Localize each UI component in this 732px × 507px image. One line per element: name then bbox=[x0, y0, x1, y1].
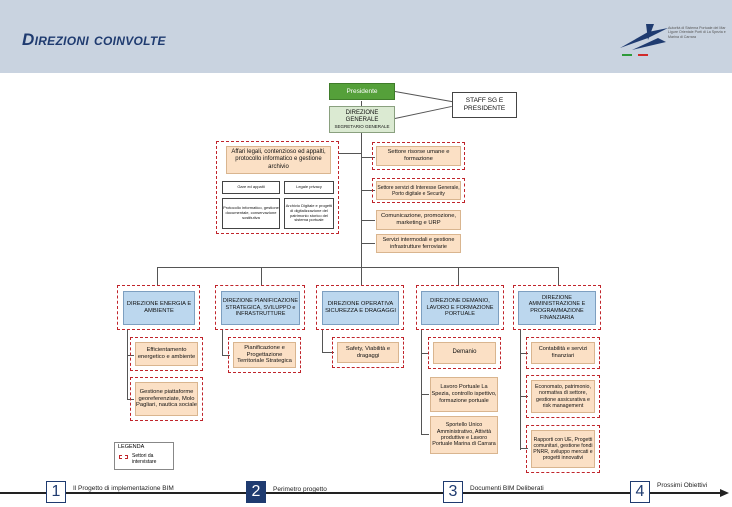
contabilita-group bbox=[526, 337, 600, 369]
connector bbox=[261, 267, 262, 286]
connector bbox=[157, 267, 558, 268]
presidente-box: Presidente bbox=[329, 83, 395, 100]
connector bbox=[339, 153, 361, 154]
affari-legali-group bbox=[216, 141, 339, 234]
connector bbox=[361, 267, 362, 286]
legend-swatch bbox=[119, 455, 128, 459]
dir-amministrazione-group bbox=[513, 285, 601, 330]
staff-box: STAFF SG E PRESIDENTE bbox=[452, 92, 517, 118]
header-bar bbox=[0, 0, 732, 73]
dir-demanio-group bbox=[416, 285, 504, 330]
protocollo-box: Protocollo informatico, gestione documen… bbox=[222, 198, 280, 229]
nav-step-3[interactable]: 3 bbox=[443, 481, 463, 503]
connector bbox=[361, 243, 375, 244]
dir-demanio-box: DIREZIONE DEMANIO, LAVORO E FORMAZIONE P… bbox=[421, 291, 499, 325]
dir-energia-box: DIREZIONE ENERGIA E AMBIENTE bbox=[123, 291, 195, 325]
contabilita-box: Contabilità e servizi finanziari bbox=[531, 342, 595, 364]
demanio-box: Demanio bbox=[433, 342, 496, 364]
nav-line bbox=[0, 492, 722, 494]
connector bbox=[421, 394, 429, 395]
rapporti-ue-box: Rapporti con UE, Progetti comunitari, ge… bbox=[531, 430, 595, 468]
connector bbox=[222, 330, 223, 355]
connector bbox=[558, 267, 559, 286]
dir-operativa-group bbox=[316, 285, 404, 330]
direzione-generale-box: DIREZIONE GENERALE SEGRETARIO GENERALE bbox=[329, 106, 395, 133]
legend-item: Settori da intervistare bbox=[132, 453, 157, 465]
nav-step-4[interactable]: 4 bbox=[630, 481, 650, 503]
lavoro-portuale-box: Lavoro Portuale La Spezia, controllo isp… bbox=[430, 377, 498, 412]
dir-operativa-box: DIREZIONE OPERATIVA SICUREZZA E DRAGAGGI bbox=[322, 291, 399, 325]
legale-privacy-box: Legale privacy bbox=[284, 181, 334, 194]
economato-box: Economato, patrimonio, normativa di sett… bbox=[531, 380, 595, 413]
comunicazione-box: Comunicazione, promozione, marketing e U… bbox=[376, 210, 461, 230]
archivio-box: Archivio Digitale e progetti di digitali… bbox=[284, 198, 334, 229]
economato-group bbox=[526, 375, 600, 418]
connector bbox=[322, 330, 323, 352]
nav-step-3-label[interactable]: Documenti BIM Deliberati bbox=[470, 485, 544, 492]
nav-step-4-label[interactable]: Prossimi Obiettivi bbox=[657, 482, 708, 489]
dg-subtitle: SEGRETARIO GENERALE bbox=[334, 123, 390, 129]
legend: LEGENDA Settori da intervistare bbox=[114, 442, 174, 470]
legend-title: LEGENDA bbox=[118, 444, 145, 450]
connector bbox=[394, 91, 453, 103]
servizi-generali-group bbox=[372, 178, 465, 203]
risorse-umane-group bbox=[372, 142, 465, 170]
connector bbox=[458, 267, 459, 286]
connector bbox=[222, 355, 230, 356]
demanio-group bbox=[428, 337, 501, 369]
rapporti-ue-group bbox=[526, 425, 600, 473]
page-title: Direzioni coinvolte bbox=[22, 30, 166, 49]
gare-appalti-box: Gare ed appalti bbox=[222, 181, 280, 194]
pianificazione-progettazione-box: Pianificazione e Progettazione Territori… bbox=[233, 342, 296, 368]
gestione-piattaforme-box: Gestione piattaforme georeferenziate, Mo… bbox=[135, 382, 198, 416]
dir-pianificazione-box: DIREZIONE PIANIFICAZIONE STRATEGICA, SVI… bbox=[221, 291, 300, 325]
affari-legali-box: Affari legali, contenzioso ed appalti, p… bbox=[226, 146, 331, 174]
logo-text: Autorità di Sistema Portuale del Mar Lig… bbox=[668, 26, 726, 39]
dir-amministrazione-box: DIREZIONE AMMINISTRAZIONE E PROGRAMMAZIO… bbox=[518, 291, 596, 325]
connector bbox=[421, 330, 422, 435]
connector bbox=[520, 353, 528, 354]
connector bbox=[361, 101, 362, 267]
efficientamento-box: Efficientamento energetico e ambiente bbox=[135, 342, 198, 366]
risorse-umane-box: Settore risorse umane e formazione bbox=[376, 146, 461, 166]
pianificazione-progettazione-group bbox=[228, 337, 301, 373]
connector bbox=[421, 434, 429, 435]
connector bbox=[520, 330, 521, 450]
nav-step-2[interactable]: 2 bbox=[246, 481, 266, 503]
nav-step-2-label[interactable]: Perimetro progetto bbox=[273, 486, 327, 493]
dir-energia-group bbox=[117, 285, 200, 330]
nav-step-1-label[interactable]: Il Progetto di implementazione BIM bbox=[73, 485, 174, 492]
safety-box: Safety, Viabilità e dragaggi bbox=[337, 342, 399, 363]
connector bbox=[157, 267, 158, 286]
connector bbox=[322, 352, 334, 353]
connector bbox=[361, 157, 375, 158]
connector bbox=[361, 220, 375, 221]
port-authority-logo-icon bbox=[620, 24, 668, 56]
connector bbox=[394, 105, 452, 119]
dir-pianificazione-group bbox=[215, 285, 305, 330]
gestione-piattaforme-group bbox=[130, 377, 203, 421]
nav-step-1[interactable]: 1 bbox=[46, 481, 66, 503]
efficientamento-group bbox=[130, 337, 203, 371]
connector bbox=[421, 353, 429, 354]
connector bbox=[127, 330, 128, 400]
intermodali-box: Servizi intermodali e gestione infrastru… bbox=[376, 234, 461, 253]
arrow-right-icon bbox=[720, 489, 729, 497]
safety-group bbox=[332, 337, 404, 368]
sportello-unico-box: Sportello Unico Amministrativo, Attività… bbox=[430, 416, 498, 454]
connector bbox=[520, 396, 528, 397]
servizi-generali-box: Settore servizi di Interesse Generale, P… bbox=[376, 181, 461, 200]
dg-title: DIREZIONE GENERALE bbox=[345, 109, 379, 123]
connector bbox=[361, 190, 375, 191]
connector bbox=[520, 448, 528, 449]
